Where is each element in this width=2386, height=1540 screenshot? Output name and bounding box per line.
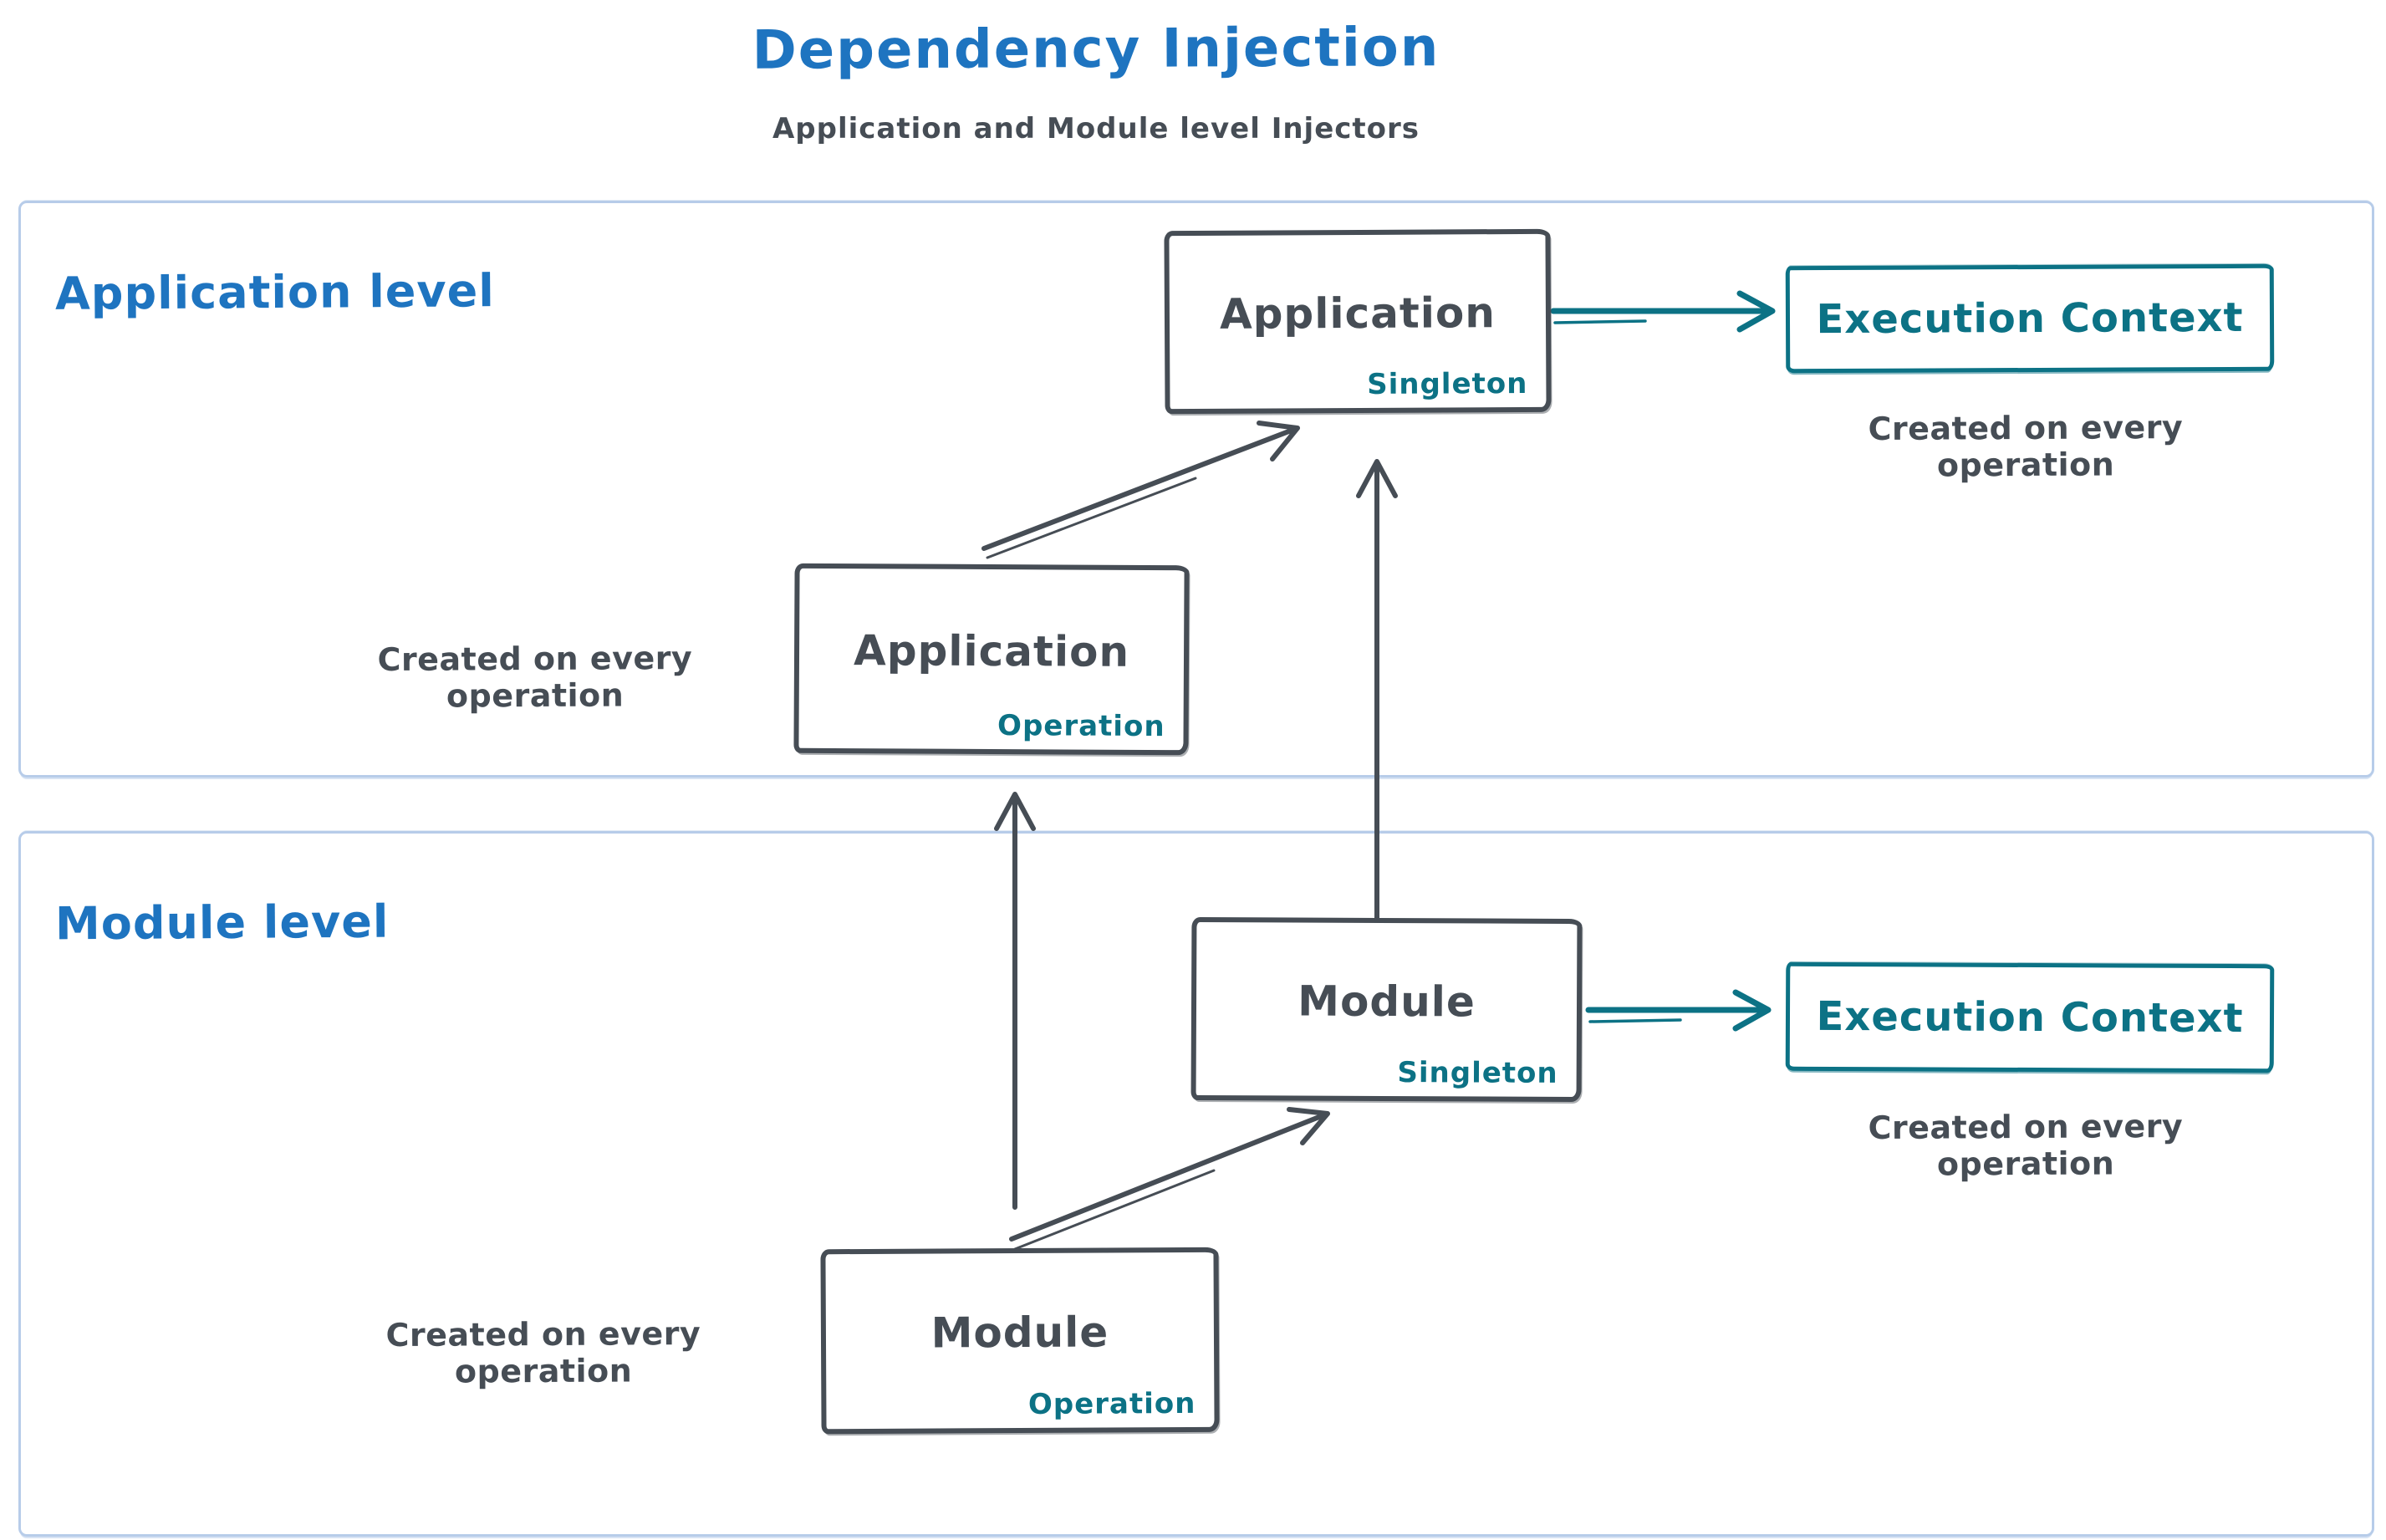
module-execution-context-caption: Created on every operation — [1868, 1108, 2184, 1183]
app-execution-context-label: Execution Context — [1816, 293, 2244, 344]
module-execution-context-label: Execution Context — [1816, 992, 2244, 1043]
application-level-label: Application level — [54, 264, 495, 320]
application-level-section — [18, 201, 2374, 778]
app-execution-context-box: Execution Context — [1785, 263, 2275, 374]
app-operation-box: Application Operation — [793, 563, 1190, 756]
module-operation-title: Module — [930, 1307, 1109, 1358]
app-execution-context-caption: Created on every operation — [1868, 409, 2184, 484]
app-singleton-box: Application Singleton — [1164, 228, 1552, 415]
module-operation-scope: Operation — [1027, 1386, 1196, 1421]
module-execution-context-box: Execution Context — [1785, 961, 2275, 1073]
app-singleton-scope: Singleton — [1367, 366, 1528, 401]
diagram-title: Dependency Injection — [752, 17, 1440, 82]
app-operation-scope: Operation — [997, 709, 1165, 744]
module-operation-caption: Created on every operation — [385, 1315, 701, 1390]
app-singleton-title: Application — [1219, 288, 1496, 339]
module-level-label: Module level — [54, 895, 390, 951]
app-operation-title: Application — [853, 625, 1130, 676]
module-singleton-box: Module Singleton — [1190, 916, 1583, 1103]
module-singleton-title: Module — [1298, 977, 1476, 1026]
module-level-section — [18, 831, 2374, 1537]
module-operation-box: Module Operation — [820, 1247, 1220, 1435]
diagram-subtitle: Application and Module level Injectors — [772, 112, 1420, 145]
app-operation-caption: Created on every operation — [377, 640, 693, 715]
module-singleton-scope: Singleton — [1397, 1056, 1558, 1090]
